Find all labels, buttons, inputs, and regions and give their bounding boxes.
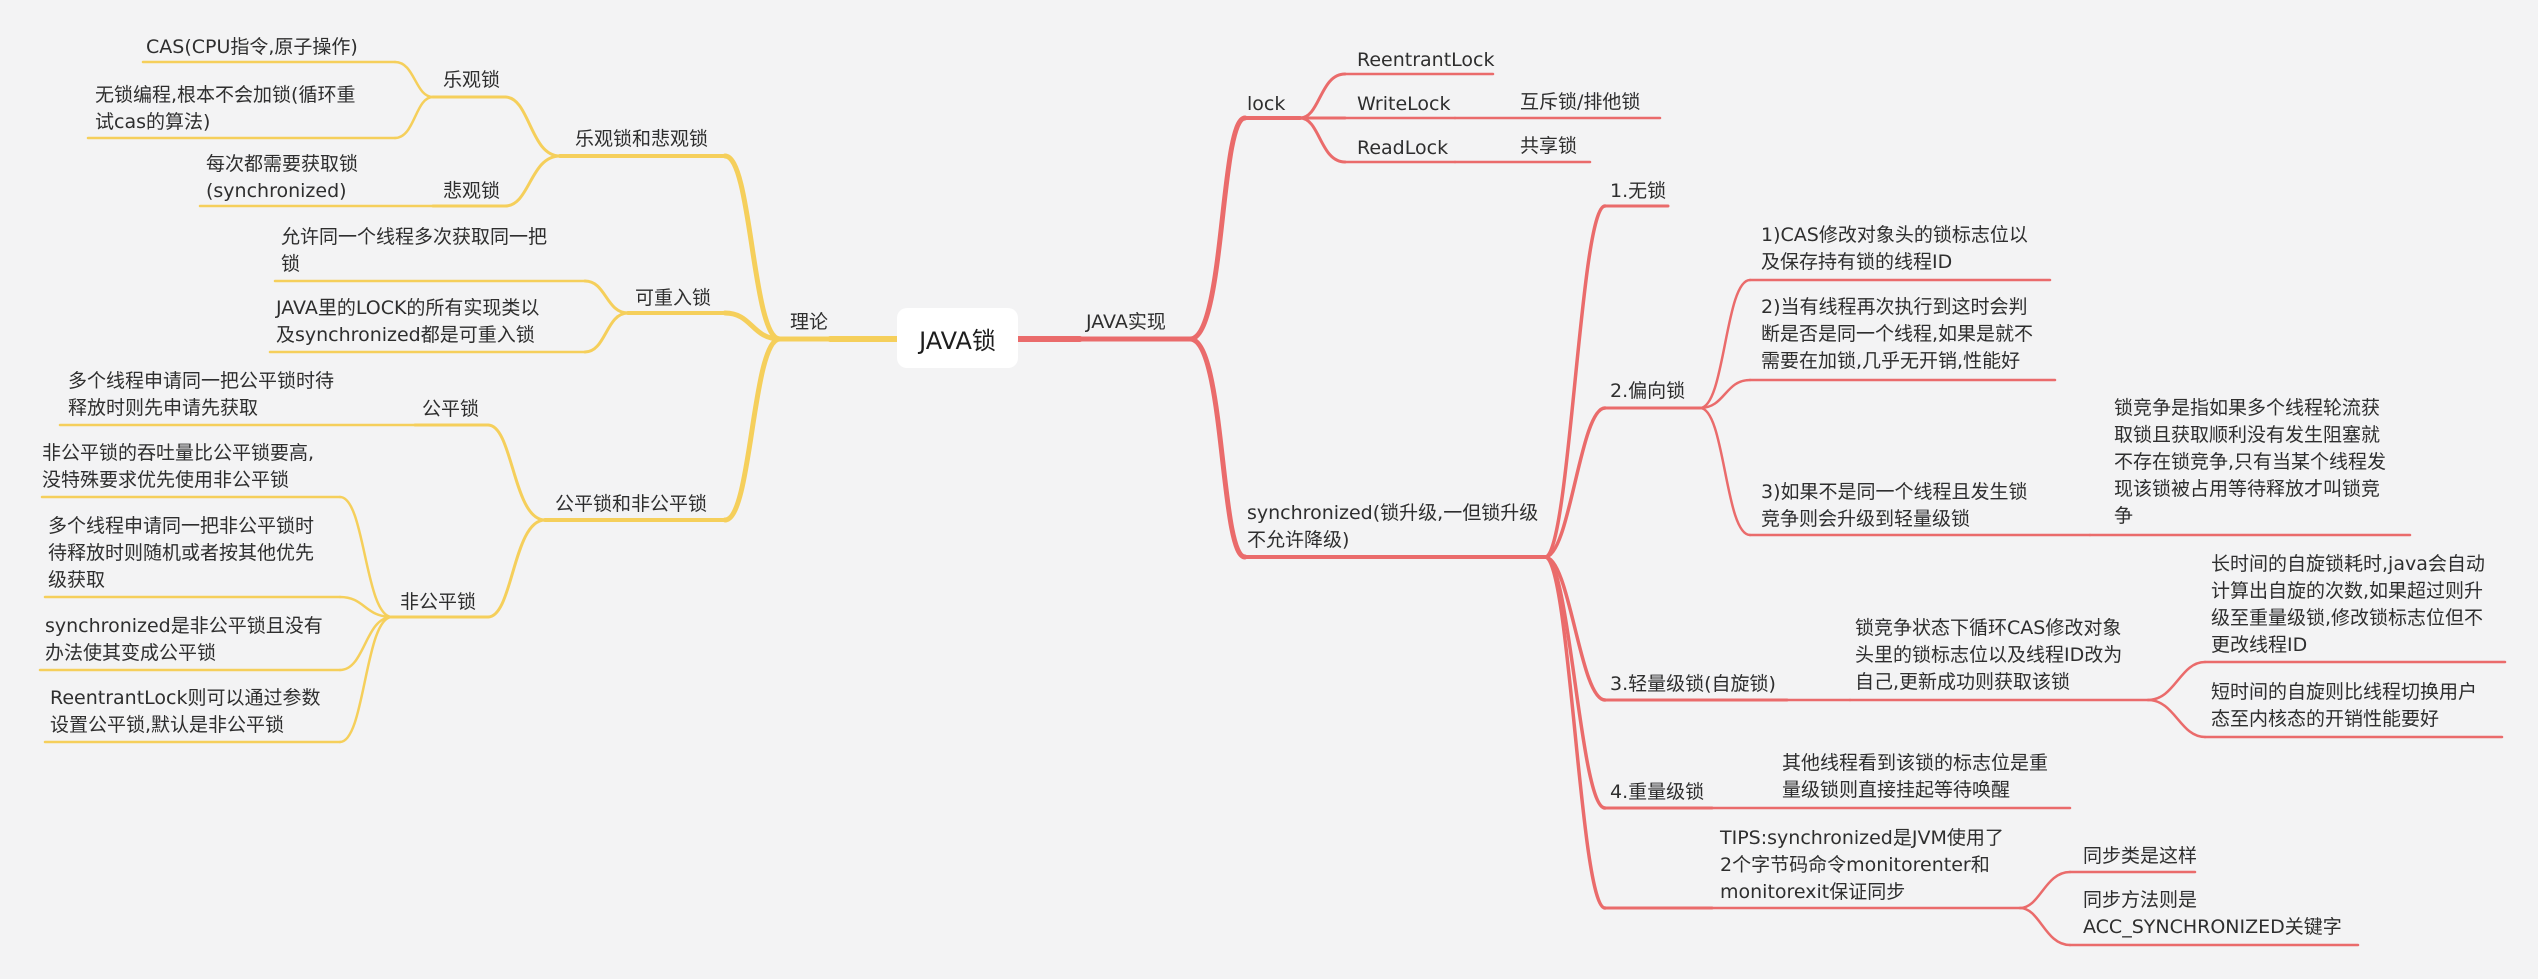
edge-fair-unfair	[486, 518, 547, 619]
node-readlock[interactable]: ReadLock	[1357, 137, 1449, 159]
edge-optpess-opt	[503, 95, 562, 158]
right-branch-lines	[1015, 72, 2507, 947]
node-lockfree[interactable]: 无锁编程,根本不会加锁(循环重 试cas的算法)	[95, 84, 356, 133]
edge-sync-light	[1543, 555, 1607, 702]
edge-impl-sync	[1187, 336, 1248, 560]
edge-fair-fair	[486, 423, 547, 522]
node-optimistic-pessimistic[interactable]: 乐观锁和悲观锁	[575, 128, 709, 150]
node-reentrant-desc1[interactable]: 允许同一个线程多次获取同一把 锁	[281, 226, 548, 275]
edge-sync-nolock	[1543, 204, 1607, 559]
node-java-impl[interactable]: JAVA实现	[1086, 311, 1166, 333]
node-fair[interactable]: 公平锁	[422, 398, 480, 420]
edge-impl-lock	[1187, 115, 1248, 342]
node-biased-lock[interactable]: 2.偏向锁	[1610, 380, 1686, 402]
node-biased-desc2[interactable]: 2)当有线程再次执行到这时会判 断是否是同一个线程,如果是就不 需要在加锁,几乎…	[1761, 296, 2034, 372]
edge-opt-cas	[393, 60, 435, 99]
node-pessimistic-desc[interactable]: 每次都需要获取锁 (synchronized)	[206, 153, 359, 202]
edge-sync-heavy	[1543, 555, 1607, 810]
edge-theory-reentrant	[722, 310, 783, 342]
edge-reentrant-d2	[583, 311, 630, 354]
node-lock-contention-note[interactable]: 锁竞争是指如果多个线程轮流获 取锁且获取顺利没有发生阻塞就 不存在锁竞争,只有当…	[2114, 397, 2387, 527]
edge-sync-biased	[1543, 406, 1607, 559]
node-spin-short[interactable]: 短时间的自旋则比线程切换用户 态至内核态的开销性能要好	[2211, 681, 2478, 730]
node-unfair-desc1[interactable]: 非公平锁的吞吐量比公平锁要高, 没特殊要求优先使用非公平锁	[42, 442, 315, 491]
node-heavyweight-desc[interactable]: 其他线程看到该锁的标志位是重 量级锁则直接挂起等待唤醒	[1782, 752, 2049, 801]
edge-tips-method	[2018, 906, 2072, 947]
node-no-lock[interactable]: 1.无锁	[1610, 180, 1667, 202]
edge-lock-reentrant	[1298, 72, 1347, 120]
edge-biased-d1	[1698, 278, 1752, 410]
node-pessimistic[interactable]: 悲观锁	[443, 180, 501, 202]
node-lightweight-lock[interactable]: 3.轻量级锁(自旋锁)	[1610, 673, 1776, 695]
node-writelock-desc[interactable]: 互斥锁/排他锁	[1520, 91, 1641, 113]
node-fair-unfair[interactable]: 公平锁和非公平锁	[555, 493, 708, 515]
edge-opt-lockfree	[393, 95, 435, 140]
edge-unfair-d4	[338, 615, 394, 744]
node-cas[interactable]: CAS(CPU指令,原子操作)	[146, 36, 358, 58]
edge-lock-read	[1298, 116, 1347, 164]
edge-sync-tips	[1543, 555, 1607, 910]
node-reentrantlock[interactable]: ReentrantLock	[1357, 49, 1495, 71]
edge-reentrant-d1	[583, 279, 630, 315]
edge-optpess-pess	[503, 154, 562, 208]
edge-theory-optpess	[722, 153, 783, 342]
edge-biased-d2	[1698, 378, 1752, 410]
edge-theory-fair	[722, 336, 783, 523]
node-unfair-desc3[interactable]: synchronized是非公平锁且没有 办法使其变成公平锁	[45, 615, 323, 664]
left-branch-lines	[38, 60, 901, 744]
edge-unfair-d3	[338, 615, 394, 672]
edge-light-n1	[2146, 660, 2207, 702]
node-reentrant-desc2[interactable]: JAVA里的LOCK的所有实现类以 及synchronized都是可重入锁	[276, 297, 540, 346]
edge-unfair-d2	[338, 595, 394, 619]
root-node[interactable]: JAVA锁	[897, 308, 1018, 368]
node-synchronized[interactable]: synchronized(锁升级,一但锁升级 不允许降级)	[1247, 502, 1539, 551]
node-fair-desc[interactable]: 多个线程申请同一把公平锁时待 释放时则先申请先获取	[68, 370, 335, 419]
edge-biased-d3	[1698, 406, 1752, 537]
node-heavyweight-lock[interactable]: 4.重量级锁	[1610, 781, 1705, 803]
node-lightweight-desc[interactable]: 锁竞争状态下循环CAS修改对象 头里的锁标志位以及线程ID改为 自己,更新成功则…	[1855, 617, 2123, 693]
edge-light-n2	[2146, 698, 2207, 739]
edge-unfair-d1	[338, 495, 394, 619]
node-spin-long[interactable]: 长时间的自旋锁耗时,java会自动 计算出自旋的次数,如果超过则升 级至重量级锁…	[2211, 553, 2485, 656]
node-optimistic[interactable]: 乐观锁	[443, 69, 501, 91]
node-lock[interactable]: lock	[1247, 93, 1286, 115]
node-unfair[interactable]: 非公平锁	[400, 591, 477, 613]
node-unfair-desc2[interactable]: 多个线程申请同一把非公平锁时 待释放时则随机或者按其他优先 级获取	[48, 515, 315, 591]
node-theory[interactable]: 理论	[790, 311, 829, 333]
node-sync-method[interactable]: 同步方法则是 ACC_SYNCHRONIZED关键字	[2083, 889, 2342, 938]
edge-tips-block	[2018, 870, 2072, 910]
node-readlock-desc[interactable]: 共享锁	[1520, 135, 1578, 157]
node-writelock[interactable]: WriteLock	[1357, 93, 1451, 115]
node-tips[interactable]: TIPS:synchronized是JVM使用了 2个字节码命令monitore…	[1720, 827, 2004, 903]
node-sync-block[interactable]: 同步类是这样	[2083, 845, 2198, 867]
node-reentrant[interactable]: 可重入锁	[635, 287, 712, 309]
node-unfair-desc4[interactable]: ReentrantLock则可以通过参数 设置公平锁,默认是非公平锁	[50, 687, 321, 736]
node-biased-desc1[interactable]: 1)CAS修改对象头的锁标志位以 及保存持有锁的线程ID	[1761, 224, 2028, 273]
node-biased-desc3[interactable]: 3)如果不是同一个线程且发生锁 竞争则会升级到轻量级锁	[1761, 481, 2028, 530]
